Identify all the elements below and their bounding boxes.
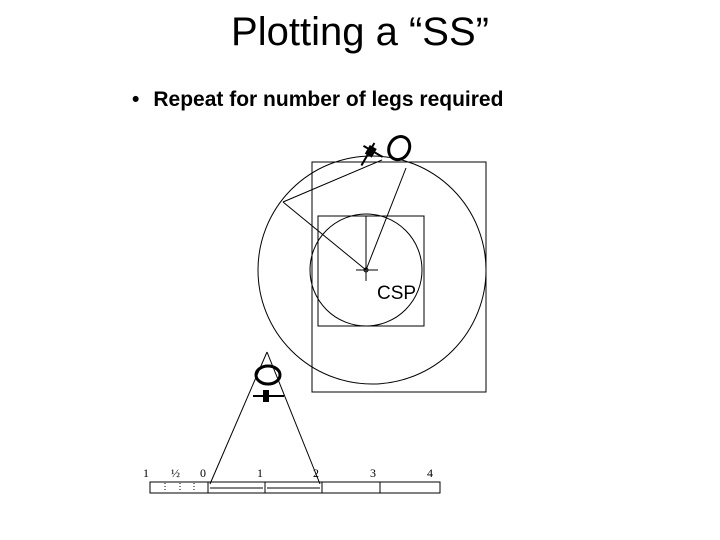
bullet-item: • Repeat for number of legs required xyxy=(132,88,503,112)
leg-line-b xyxy=(365,167,407,271)
csp-label: CSP xyxy=(377,283,416,304)
scale-label-2: 2 xyxy=(313,466,319,480)
scale-label-4: 4 xyxy=(427,466,433,480)
center-dot xyxy=(363,267,369,273)
bullet-text: Repeat for number of legs required xyxy=(153,88,504,111)
outer-square xyxy=(311,161,487,393)
leg-line-a xyxy=(282,201,367,271)
diver-icon xyxy=(253,364,284,402)
scale-label-0: 0 xyxy=(200,466,206,480)
diver-icon xyxy=(360,135,412,167)
bullet-marker: • xyxy=(132,88,140,111)
scale-label-1-left: 1 xyxy=(143,466,149,480)
inner-circle xyxy=(309,213,423,327)
slide-title: Plotting a “SS” xyxy=(231,10,489,54)
sight-line-right xyxy=(266,351,321,485)
scale-bar xyxy=(149,481,441,494)
scale-label-3: 3 xyxy=(370,466,376,480)
chord-line xyxy=(282,159,383,203)
scale-label-1: 1 xyxy=(257,466,263,480)
scale-label-half: ½ xyxy=(171,466,180,480)
